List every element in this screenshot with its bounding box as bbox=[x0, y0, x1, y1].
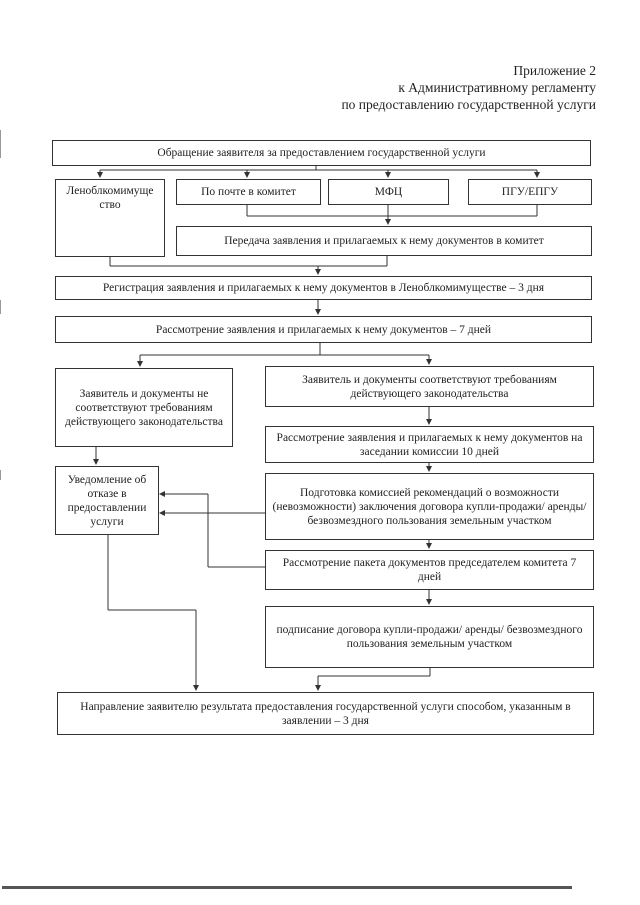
lenobl-box: Леноблкомимуще ство bbox=[55, 179, 165, 257]
not-comply-box: Заявитель и документы не соответствуют т… bbox=[55, 368, 233, 447]
result-box: Направление заявителю результата предост… bbox=[57, 692, 594, 735]
margin-mark bbox=[0, 470, 1, 480]
mfc-box: МФЦ bbox=[328, 179, 449, 205]
post-box: По почте в комитет bbox=[176, 179, 321, 205]
recommendation-box: Подготовка комиссией рекомендаций о возм… bbox=[265, 473, 594, 540]
appeal-box: Обращение заявителя за предоставлением г… bbox=[52, 140, 591, 166]
transfer-text: Передача заявления и прилагаемых к нему … bbox=[224, 235, 544, 247]
margin-mark bbox=[0, 130, 1, 158]
review-text: Рассмотрение заявления и прилагаемых к н… bbox=[155, 323, 492, 336]
pgu-box: ПГУ/ЕПГУ bbox=[468, 179, 592, 205]
commission-text: Рассмотрение заявления и прилагаемых к н… bbox=[276, 431, 583, 458]
result-text: Направление заявителю результата предост… bbox=[80, 700, 571, 727]
registration-text: Регистрация заявления и прилагаемых к не… bbox=[102, 282, 545, 294]
pgu-text: ПГУ/ЕПГУ bbox=[501, 186, 559, 198]
chairman-text: Рассмотрение пакета документов председат… bbox=[282, 557, 577, 583]
chairman-box: Рассмотрение пакета документов председат… bbox=[265, 550, 594, 590]
review-box: Рассмотрение заявления и прилагаемых к н… bbox=[55, 316, 592, 343]
appendix-number: Приложение 2 bbox=[513, 63, 596, 78]
appendix-regulation: к Административному регламенту bbox=[398, 80, 596, 95]
signing-box: подписание договора купли-продажи/ аренд… bbox=[265, 606, 594, 668]
recommendation-text: Подготовка комиссией рекомендаций о возм… bbox=[272, 486, 587, 527]
commission-box: Рассмотрение заявления и прилагаемых к н… bbox=[265, 426, 594, 463]
margin-mark bbox=[0, 300, 1, 314]
registration-box: Регистрация заявления и прилагаемых к не… bbox=[55, 276, 592, 300]
bottom-rule bbox=[2, 886, 572, 889]
appendix-service: по предоставлению государственной услуги bbox=[341, 97, 596, 112]
refusal-box: Уведомление об отказе в предоставлении у… bbox=[55, 466, 159, 535]
not-comply-text: Заявитель и документы не соответствуют т… bbox=[65, 387, 223, 428]
mfc-text: МФЦ bbox=[374, 186, 403, 198]
comply-text: Заявитель и документы соответствуют треб… bbox=[302, 373, 557, 400]
refusal-text: Уведомление об отказе в предоставлении у… bbox=[67, 473, 147, 528]
lenobl-text: Леноблкомимуще ство bbox=[66, 185, 154, 211]
appeal-text: Обращение заявителя за предоставлением г… bbox=[157, 147, 486, 159]
post-text: По почте в комитет bbox=[201, 186, 296, 198]
comply-box: Заявитель и документы соответствуют треб… bbox=[265, 366, 594, 407]
appendix-header: Приложение 2 к Административному регламе… bbox=[341, 62, 596, 113]
signing-text: подписание договора купли-продажи/ аренд… bbox=[276, 624, 583, 650]
transfer-box: Передача заявления и прилагаемых к нему … bbox=[176, 226, 592, 256]
